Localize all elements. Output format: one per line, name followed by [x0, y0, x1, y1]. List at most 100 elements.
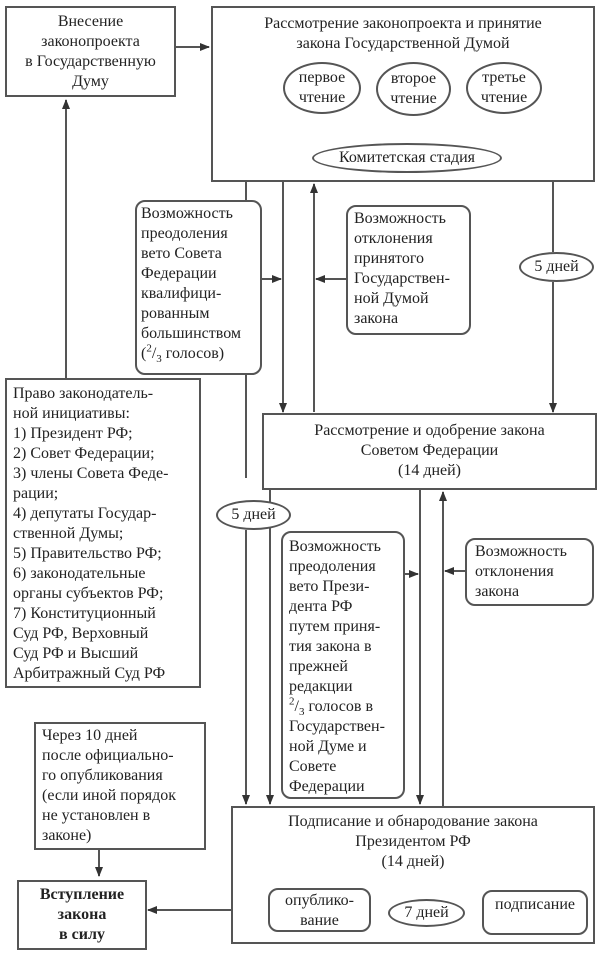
fraction-num: 2	[146, 342, 152, 355]
effect-line: го опубликования	[42, 767, 163, 784]
override-president-fraction-line: 2/3 голосов в	[289, 695, 373, 719]
reject-duma-line: Государствен-	[354, 270, 450, 287]
override-president-line: дента РФ	[289, 598, 353, 615]
reject-fc-line: Возможность	[475, 543, 567, 560]
fraction-suffix: голосов)	[161, 345, 225, 362]
override-fc-line: рованным	[141, 305, 210, 322]
initiative-line: рации;	[13, 485, 59, 502]
fraction-suffix: голосов в	[304, 698, 373, 715]
reading-text: третье	[482, 69, 526, 86]
reject-duma-line: отклонения	[354, 230, 433, 247]
override-fc-line: преодоления	[141, 225, 228, 242]
override-fc-line: квалифици-	[141, 285, 222, 302]
five-days-mid: 5 дней	[216, 500, 291, 530]
override-president-line: прежней	[289, 658, 348, 675]
initiative-line: 6) законодательные	[13, 565, 146, 582]
fc-line: (14 дней)	[397, 462, 462, 479]
initiative-box: Право законодатель- ной инициативы: 1) П…	[5, 378, 201, 688]
entry-into-force-box: Вступление закона в силу	[17, 880, 147, 950]
initiative-line: Арбитражный Суд РФ	[13, 665, 166, 682]
override-president-line: преодоления	[289, 558, 376, 575]
seven-days-text: 7 дней	[404, 904, 449, 921]
override-president-line: Государствен-	[289, 718, 385, 735]
override-president-line: тия закона в	[289, 638, 372, 655]
publish-line: опублико-	[285, 892, 354, 909]
override-president-line: Возможность	[289, 538, 381, 555]
intro-line: законопроекта	[41, 33, 140, 50]
intro-line: в Государственную	[25, 53, 156, 70]
effect-line: законе)	[42, 827, 92, 844]
initiative-line: органы субъектов РФ;	[13, 585, 164, 602]
initiative-line: Право законодатель-	[13, 385, 154, 402]
initiative-line: 2) Совет Федерации;	[13, 445, 155, 462]
reading-text: чтение	[298, 89, 346, 106]
reject-fc-line: отклонения	[475, 563, 554, 580]
duma-title: закона Государственной Думой	[296, 35, 510, 52]
fraction-den: 3	[298, 706, 305, 719]
reject-duma-line: Возможность	[354, 210, 446, 227]
entry-line: в силу	[59, 926, 105, 943]
five-days-text: 5 дней	[231, 506, 276, 523]
fraction-den: 3	[156, 353, 162, 366]
override-fc-line: вето Совета	[141, 245, 222, 262]
president-title: Подписание и обнародование закона	[288, 813, 538, 830]
president-title: Президентом РФ	[355, 833, 471, 850]
fc-line: Советом Федерации	[360, 442, 499, 459]
entry-line: закона	[57, 906, 107, 923]
paren: (	[141, 345, 147, 362]
override-fc-fraction-line: (2/3 голосов)	[141, 342, 225, 366]
five-days-top: 5 дней	[519, 252, 594, 282]
intro-box: Внесение законопроекта в Государственную…	[5, 6, 176, 97]
intro-line: Думу	[72, 73, 109, 90]
publish-box: опублико- вание	[268, 888, 371, 932]
fc-line: Рассмотрение и одобрение закона	[314, 422, 545, 439]
reject-fc-box: Возможность отклонения закона	[465, 538, 594, 606]
fraction-num: 2	[289, 695, 295, 708]
fc-box: Рассмотрение и одобрение закона Советом …	[262, 413, 597, 490]
override-president-line: Совете	[289, 758, 337, 775]
five-days-text: 5 дней	[534, 258, 579, 275]
president-title: (14 дней)	[381, 853, 445, 870]
override-fc-line: большинством	[141, 325, 242, 342]
initiative-line: 5) Правительство РФ;	[13, 545, 162, 562]
override-president-line: вето Прези-	[289, 578, 370, 595]
initiative-line: ственной Думы;	[13, 525, 124, 542]
publish-line: вание	[300, 912, 339, 929]
duma-title: Рассмотрение законопроекта и принятие	[264, 15, 542, 32]
effect-line: после официально-	[42, 747, 174, 764]
override-president-box: Возможность преодоления вето Прези- дент…	[281, 531, 405, 799]
initiative-line: 7) Конституционный	[13, 605, 156, 622]
reading-text: второе	[390, 70, 437, 87]
seven-days: 7 дней	[388, 899, 465, 927]
override-president-line: редакции	[289, 678, 353, 695]
reject-duma-line: ной Думой	[354, 290, 429, 307]
reading-text: первое	[298, 69, 346, 86]
override-president-line: Федерации	[289, 778, 365, 795]
initiative-line: 4) депутаты Государ-	[13, 505, 157, 522]
committee-stage: Комитетская стадия	[312, 143, 502, 173]
entry-line: Вступление	[39, 886, 125, 903]
effect-line: Через 10 дней	[42, 727, 138, 744]
effect-line: не установлен в	[42, 807, 151, 824]
reading-second: второе чтение	[376, 62, 451, 116]
initiative-line: ной инициативы:	[13, 405, 130, 422]
reading-text: чтение	[480, 89, 528, 106]
override-fc-line: Федерации	[141, 265, 217, 282]
initiative-line: Суд РФ и Высший	[13, 645, 139, 662]
override-president-line: ной Думе и	[289, 738, 367, 755]
committee-stage-text: Комитетская стадия	[338, 149, 476, 166]
reading-third: третье чтение	[466, 62, 542, 114]
initiative-line: Суд РФ, Верховный	[13, 625, 149, 642]
reject-duma-line: принятого	[354, 250, 424, 267]
reject-duma-line: закона	[354, 310, 399, 327]
reject-fc-line: закона	[475, 583, 520, 600]
initiative-line: 3) члены Совета Феде-	[13, 465, 169, 482]
signing-text: подписание	[495, 896, 575, 913]
override-fc-line: Возможность	[141, 205, 233, 222]
reading-text: чтение	[390, 90, 437, 107]
effect-time-box: Через 10 дней после официально- го опубл…	[34, 722, 206, 850]
override-president-line: путем приня-	[289, 618, 381, 635]
initiative-line: 1) Президент РФ;	[13, 425, 133, 442]
effect-line: (если иной порядок	[42, 787, 176, 804]
override-fc-box: Возможность преодоления вето Совета Феде…	[135, 200, 262, 375]
